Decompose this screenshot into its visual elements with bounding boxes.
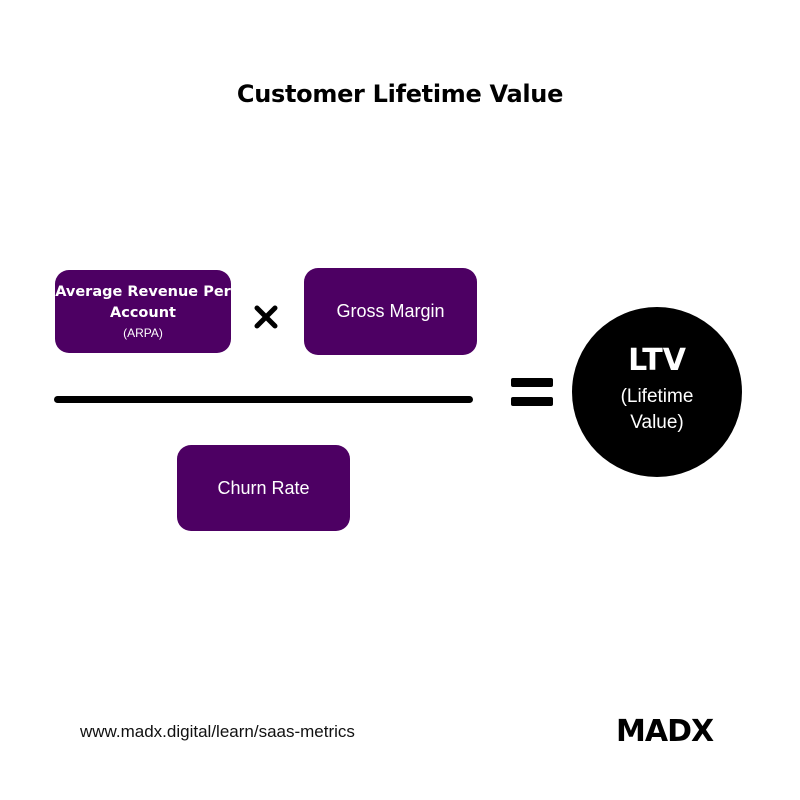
fraction-divider — [54, 396, 473, 403]
churn-rate-label: Churn Rate — [217, 477, 310, 498]
ltv-circle: LTV (Lifetime Value) — [572, 307, 742, 477]
ltv-subtitle: (Lifetime Value) — [620, 386, 694, 433]
equals-bar-top — [511, 378, 553, 387]
equals-icon — [511, 378, 553, 406]
arpa-abbreviation: (ARPA) — [123, 326, 163, 340]
churn-rate-box: Churn Rate — [177, 445, 350, 531]
equals-bar-bottom — [511, 397, 553, 406]
multiply-icon — [254, 305, 278, 329]
diagram-title: Customer Lifetime Value — [236, 80, 564, 108]
gross-margin-box: Gross Margin — [304, 268, 477, 355]
arpa-box: Average Revenue Per Account (ARPA) — [55, 270, 231, 353]
ltv-title: LTV — [628, 343, 686, 378]
madx-logo: MADX — [616, 714, 714, 749]
gross-margin-label: Gross Margin — [336, 301, 445, 321]
footer-url: www.madx.digital/learn/saas-metrics — [80, 722, 355, 741]
arpa-label: Average Revenue Per Account — [55, 284, 231, 321]
